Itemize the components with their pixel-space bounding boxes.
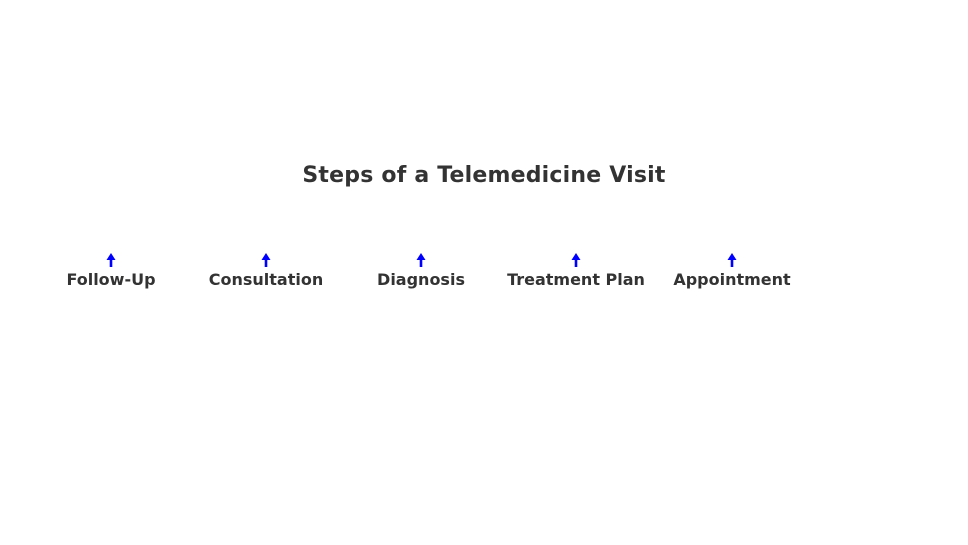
arrow-up-icon [727,253,737,267]
arrow-up-icon [106,253,116,267]
step-label: Follow-Up [66,270,156,289]
arrow-up-icon [261,253,271,267]
step-consultation: Consultation [181,252,351,290]
step-label: Diagnosis [377,270,465,289]
step-follow-up: Follow-Up [26,252,196,290]
step-appointment: Appointment [647,252,817,290]
arrow-up-icon [571,253,581,267]
step-diagnosis: Diagnosis [336,252,506,290]
diagram-title: Steps of a Telemedicine Visit [302,163,666,188]
step-treatment-plan: Treatment Plan [491,252,661,290]
step-label: Consultation [208,270,324,289]
arrow-up-icon [416,253,426,267]
step-label: Appointment [673,270,791,289]
step-label: Treatment Plan [507,270,645,289]
